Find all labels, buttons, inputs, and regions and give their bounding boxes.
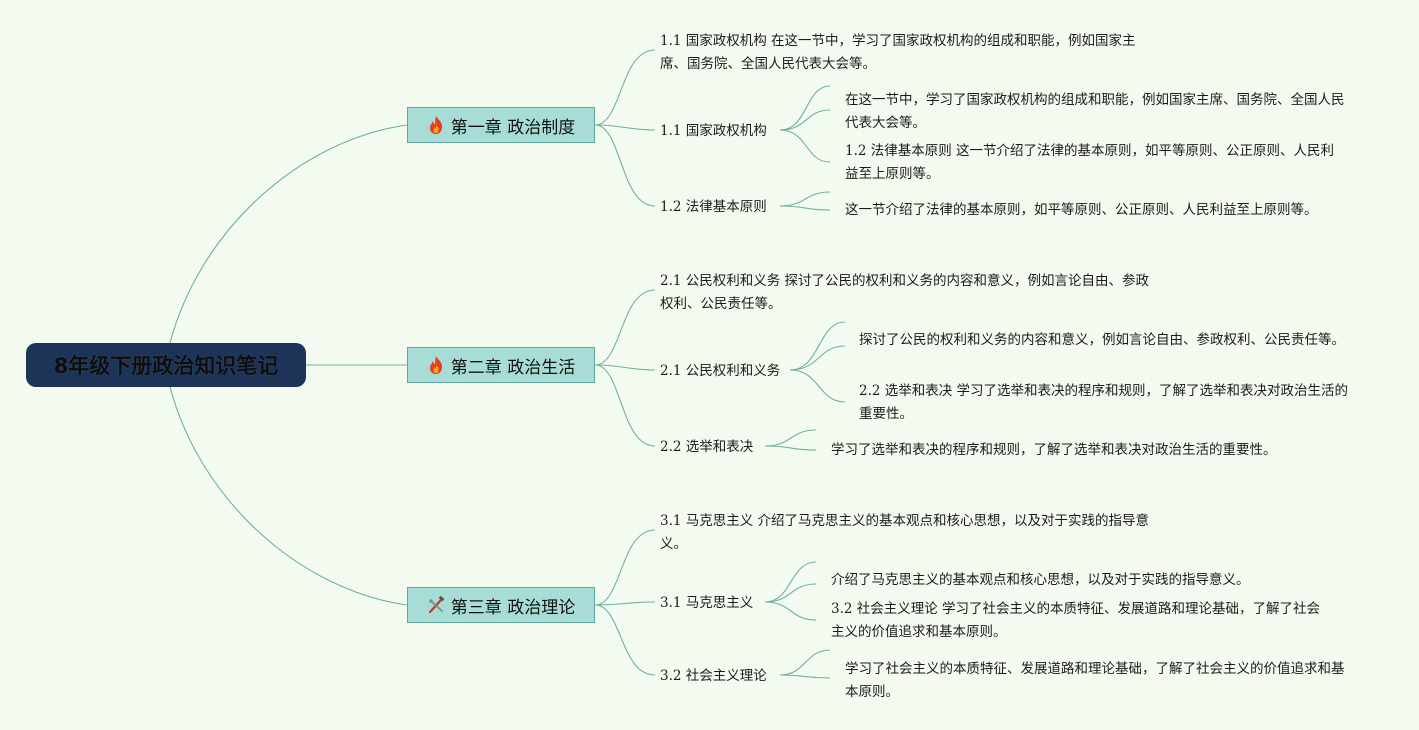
section-label[interactable]: 3.2 社会主义理论 bbox=[660, 668, 767, 684]
chapter-summary: 1.1 国家政权机构 在这一节中，学习了国家政权机构的组成和职能，例如国家主席、… bbox=[660, 33, 1136, 72]
link-ch2-sec1-note1 bbox=[789, 321, 846, 371]
link-ch3-sec2-note1 bbox=[779, 649, 831, 676]
link-ch1-sec1-note2 bbox=[779, 129, 831, 163]
link-ch1-sec1-note1 bbox=[779, 85, 831, 131]
section-note: 学习了社会主义的本质特征、发展道路和理论基础，了解了社会主义的价值追求和基本原则… bbox=[845, 661, 1345, 700]
chapter-summary: 3.1 马克思主义 介绍了马克思主义的基本观点和核心思想，以及对于实践的指导意义… bbox=[660, 513, 1150, 552]
section-note: 3.2 社会主义理论 学习了社会主义的本质特征、发展道路和理论基础，了解了社会主… bbox=[831, 601, 1321, 640]
link-root-ch1 bbox=[169, 124, 408, 344]
section-label[interactable]: 2.1 公民权利和义务 bbox=[660, 363, 781, 379]
section-note: 介绍了马克思主义的基本观点和核心思想，以及对于实践的指导意义。 bbox=[831, 572, 1250, 588]
chapter-title: 第二章 政治生活 bbox=[450, 357, 576, 378]
section-note: 探讨了公民的权利和义务的内容和意义，例如言论自由、参政权利、公民责任等。 bbox=[859, 332, 1345, 348]
chapter-node-2[interactable]: 第二章 政治生活 bbox=[407, 347, 595, 383]
fire-icon bbox=[427, 115, 445, 135]
link-ch1-sec1 bbox=[594, 124, 656, 131]
link-ch3-sec1-note2 bbox=[764, 601, 817, 621]
tools-icon bbox=[427, 595, 445, 615]
link-ch1-sec2-note1b bbox=[779, 205, 831, 211]
chapter-node-3[interactable]: 第三章 政治理论 bbox=[407, 587, 595, 623]
chapter-summary: 2.1 公民权利和义务 探讨了公民的权利和义务的内容和意义，例如言论自由、参政权… bbox=[660, 273, 1150, 312]
section-label[interactable]: 3.1 马克思主义 bbox=[660, 595, 754, 611]
section-label[interactable]: 1.1 国家政权机构 bbox=[660, 123, 767, 139]
section-note: 这一节介绍了法律的基本原则，如平等原则、公正原则、人民利益至上原则等。 bbox=[845, 202, 1318, 218]
link-ch1-sec2-note1 bbox=[779, 191, 831, 207]
section-note: 在这一节中，学习了国家政权机构的组成和职能，例如国家主席、国务院、全国人民代表大… bbox=[845, 92, 1345, 131]
link-ch1-summary bbox=[594, 49, 656, 126]
fire-icon bbox=[427, 355, 445, 375]
root-title: 8年级下册政治知识笔记 bbox=[53, 354, 279, 378]
link-ch3-sec1-note1 bbox=[764, 561, 817, 603]
link-ch2-sec2 bbox=[594, 364, 656, 447]
chapter-node-1[interactable]: 第一章 政治制度 bbox=[407, 107, 595, 143]
chapter-title: 第一章 政治制度 bbox=[450, 117, 576, 138]
link-ch2-summary bbox=[594, 289, 656, 366]
link-root-ch3 bbox=[169, 386, 408, 606]
section-note: 2.2 选举和表决 学习了选举和表决的程序和规则，了解了选举和表决对政治生活的重… bbox=[859, 383, 1349, 422]
link-ch2-sec1-note1b bbox=[789, 345, 846, 371]
section-note: 学习了选举和表决的程序和规则，了解了选举和表决对政治生活的重要性。 bbox=[831, 442, 1277, 458]
link-ch3-sec2 bbox=[594, 604, 656, 676]
link-ch3-sec1 bbox=[594, 601, 656, 606]
link-ch2-sec2-note1 bbox=[764, 429, 817, 447]
chapter-title: 第三章 政治理论 bbox=[450, 597, 576, 618]
link-ch3-summary bbox=[594, 529, 656, 606]
link-ch1-sec1-note1b bbox=[779, 109, 831, 131]
link-ch2-sec1-note2 bbox=[789, 369, 846, 403]
section-label[interactable]: 2.2 选举和表决 bbox=[660, 439, 754, 455]
root-node[interactable]: 8年级下册政治知识笔记 bbox=[26, 343, 306, 387]
link-ch1-sec2 bbox=[594, 124, 656, 207]
link-ch3-sec2-note1b bbox=[779, 674, 831, 679]
section-label[interactable]: 1.2 法律基本原则 bbox=[660, 199, 767, 215]
link-ch3-sec1-note1b bbox=[764, 583, 817, 603]
link-ch2-sec1 bbox=[594, 364, 656, 371]
link-ch2-sec2-note1b bbox=[764, 445, 817, 451]
section-note: 1.2 法律基本原则 这一节介绍了法律的基本原则，如平等原则、公正原则、人民利益… bbox=[845, 143, 1335, 182]
